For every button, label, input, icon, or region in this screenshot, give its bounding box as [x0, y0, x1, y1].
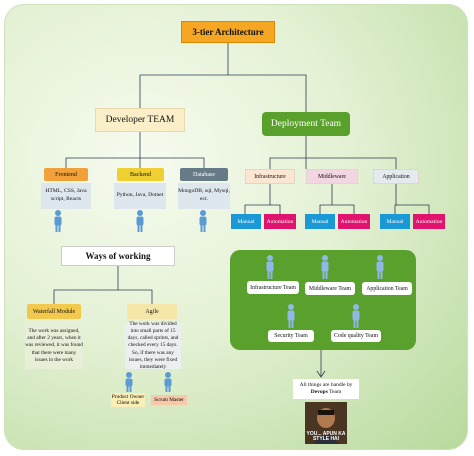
- code-quality-team-box: Code quality Team: [331, 330, 381, 342]
- infrastructure-automation-box: Automation: [264, 214, 296, 229]
- meme-caption: YOU... APUN KA STYLE HAI: [306, 430, 346, 442]
- middleware-manual-box: Manual: [305, 214, 335, 229]
- database-header: Database: [180, 168, 228, 181]
- developer-team-box: Developer TEAM: [95, 108, 185, 132]
- product-owner-person-icon: [125, 372, 133, 392]
- devops-handled-box: All things are handle by Devops Team: [293, 379, 359, 399]
- devops-word: Devops: [310, 389, 328, 395]
- application-automation-box: Automation: [413, 214, 445, 229]
- deployment-team-box: Deployment Team: [262, 112, 350, 136]
- infrastructure-team-person-icon: [266, 255, 274, 279]
- middleware-team-box: Middleware Team: [305, 282, 355, 295]
- application-manual-box: Manual: [380, 214, 410, 229]
- waterfall-description: The work was assigned, and after 2 years…: [25, 323, 83, 369]
- database-person-icon: [199, 210, 207, 232]
- security-team-box: Security Team: [268, 330, 314, 342]
- ways-of-working-box: Ways of working: [61, 246, 175, 266]
- agile-description: The work was divided into small parts of…: [125, 321, 181, 370]
- code-quality-team-person-icon: [352, 304, 360, 328]
- application-team-person-icon: [376, 255, 384, 279]
- team-word: Team: [329, 389, 342, 395]
- backend-description: Python, Java, Dotnet: [114, 183, 166, 209]
- middleware-header: Middleware: [306, 169, 358, 184]
- application-team-box: Application Team: [362, 282, 412, 295]
- agile-header: Agile: [127, 304, 177, 319]
- frontend-header: Frontend: [44, 168, 88, 181]
- scrum-master-person-icon: [164, 372, 172, 392]
- middleware-team-person-icon: [321, 255, 329, 279]
- frontend-description: HTML, CSS, Java script, Reacts: [41, 183, 91, 209]
- page-title: 3-tier Architecture: [181, 21, 275, 43]
- frontend-person-icon: [54, 210, 62, 232]
- infrastructure-team-box: Infrastructure Team: [247, 281, 299, 294]
- handled-line-1: All things are handle by: [299, 382, 353, 389]
- handled-line-2: Devops Team: [300, 389, 353, 396]
- database-description: MongoDB, sql, Mysql, ect.: [178, 183, 230, 209]
- scrum-master-label: Scrum Master: [151, 395, 187, 405]
- security-team-person-icon: [287, 304, 295, 328]
- meme-image: YOU... APUN KA STYLE HAI: [305, 402, 347, 444]
- infrastructure-header: Infrastructure: [245, 169, 295, 184]
- product-owner-label: Product Owner Client side: [111, 393, 145, 407]
- infrastructure-manual-box: Manual: [231, 214, 261, 229]
- backend-header: Backend: [117, 168, 164, 181]
- meme-figure: [305, 402, 347, 444]
- backend-person-icon: [136, 210, 144, 232]
- application-header: Application: [373, 169, 419, 184]
- waterfall-header: Waterfall Module: [27, 304, 81, 319]
- middleware-automation-box: Automation: [338, 214, 370, 229]
